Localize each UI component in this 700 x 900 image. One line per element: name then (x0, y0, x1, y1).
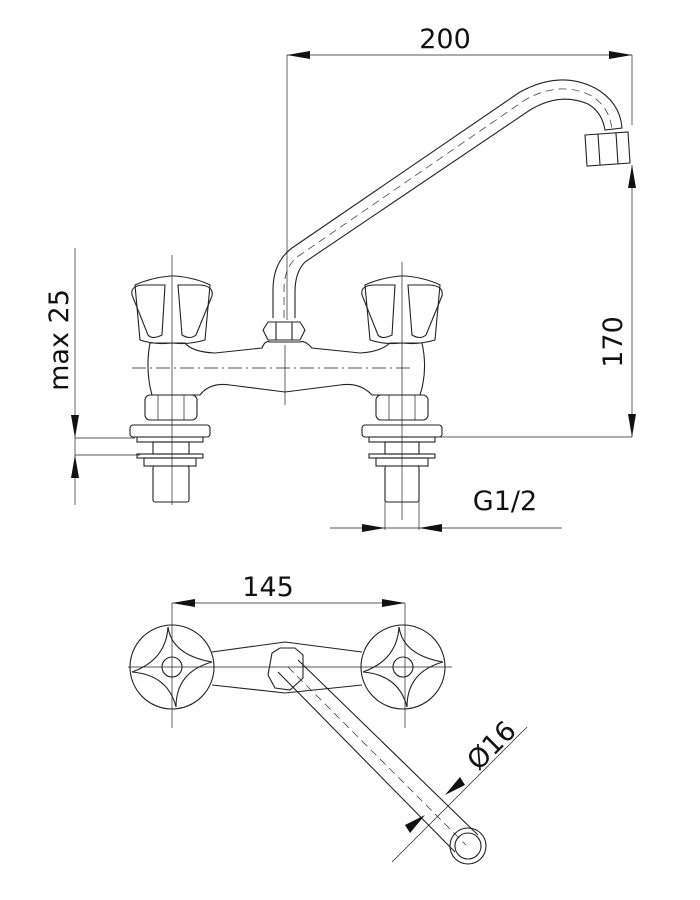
left-handle (131, 275, 213, 345)
left-handle-top (129, 624, 215, 710)
front-view (75, 79, 632, 520)
dim-max25-label: max 25 (44, 289, 75, 391)
dim-max25: max 25 (44, 248, 79, 505)
dim-g12-label: G1/2 (473, 486, 537, 517)
dim-200-label: 200 (419, 24, 471, 55)
dim-145-label: 145 (242, 572, 294, 603)
spout-end-outer (449, 827, 487, 865)
dim-145: 145 (172, 572, 405, 607)
top-spout-centerline (287, 666, 467, 846)
dim-170: 170 (598, 165, 636, 437)
dim-g12: G1/2 (330, 486, 562, 532)
right-handle (361, 275, 443, 345)
spout-nozzle (584, 131, 631, 167)
dim-diameter-16-label: Ø16 (461, 715, 522, 776)
spout-nut (262, 321, 306, 341)
spout (272, 79, 623, 318)
top-spout-nut (267, 647, 304, 691)
top-spout (277, 659, 479, 853)
dim-200: 200 (286, 24, 633, 320)
top-body (211, 641, 363, 694)
dim-170-label: 170 (598, 316, 629, 368)
spout-centerline (283, 88, 613, 318)
spout-end-inner (454, 832, 482, 860)
right-handle-top (360, 624, 446, 710)
dim-diameter-16: Ø16 (391, 715, 528, 863)
left-connection (129, 394, 211, 503)
top-view (128, 603, 487, 865)
